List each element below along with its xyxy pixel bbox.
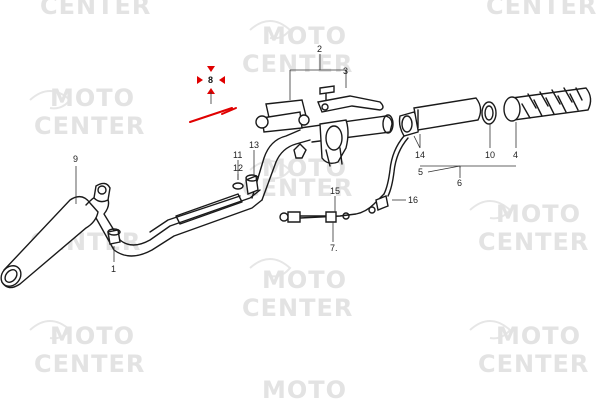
watermark-logo xyxy=(249,258,292,278)
callout-label-6[interactable]: 6 xyxy=(457,178,462,188)
throttle-cable xyxy=(299,135,409,219)
watermark-text: CENTER xyxy=(34,350,145,378)
center-clamp xyxy=(319,119,349,167)
watermark-logo xyxy=(29,90,72,110)
brake-lever xyxy=(317,85,384,113)
bar-clamp xyxy=(93,182,121,245)
callout-label-11[interactable]: 11 xyxy=(233,150,242,160)
watermark-logo xyxy=(469,200,512,220)
watermark-text: MOTO xyxy=(262,22,347,50)
callout-label-1[interactable]: 1 xyxy=(111,264,116,274)
right-grip xyxy=(413,87,592,131)
watermark-logo xyxy=(469,320,512,340)
callout-label-16[interactable]: 16 xyxy=(408,195,418,205)
watermark-logo xyxy=(249,20,292,40)
master-cylinder xyxy=(255,99,310,159)
watermark-top-left: CENTER xyxy=(40,0,151,20)
watermark-mid-right: MOTO CENTER xyxy=(469,200,589,256)
watermark-text: CENTER xyxy=(34,112,145,140)
handlebar-assembly xyxy=(0,85,592,289)
left-grip xyxy=(0,195,99,289)
watermark-logo xyxy=(249,160,292,180)
watermark-text: MOTO xyxy=(262,376,347,400)
watermark-bottom-right: MOTO CENTER xyxy=(469,320,589,378)
highlighted-part-8[interactable] xyxy=(189,66,237,123)
cable-adjuster xyxy=(279,211,350,223)
watermark-text: MOTO xyxy=(496,200,581,228)
callout-label-2[interactable]: 2 xyxy=(317,44,322,54)
watermark-text: CENTER xyxy=(242,50,353,78)
watermark-text: MOTO xyxy=(50,84,135,112)
watermark-bottom-left: MOTO CENTER xyxy=(29,320,145,378)
watermark-text: CENTER xyxy=(242,174,353,202)
watermark-text: MOTO xyxy=(496,322,581,350)
watermark-text: CENTER xyxy=(242,294,353,322)
washer-bolt-set xyxy=(232,174,259,195)
highlight-marker-icon xyxy=(197,66,225,94)
watermark-logo xyxy=(29,320,72,340)
callout-label-3[interactable]: 3 xyxy=(343,66,348,76)
callout-label-14[interactable]: 14 xyxy=(415,150,425,160)
handlebar-tube xyxy=(85,114,394,257)
callout-label-10[interactable]: 10 xyxy=(485,150,495,160)
watermark-text: CENTER xyxy=(40,0,151,20)
watermark-top-right: CENTER xyxy=(486,0,597,20)
watermark-mid-left: MOTO CENTER xyxy=(29,84,145,140)
watermark-text: MOTO xyxy=(50,322,135,350)
leader-lines xyxy=(75,54,517,262)
callout-label-9[interactable]: 9 xyxy=(73,154,78,164)
callout-label-7[interactable]: 7. xyxy=(330,243,338,253)
callout-label-5[interactable]: 5 xyxy=(418,167,423,177)
watermark-bottom-center: MOTO xyxy=(262,376,347,400)
callout-label-12[interactable]: 12 xyxy=(233,163,243,173)
callout-label-15[interactable]: 15 xyxy=(330,186,340,196)
watermark-text: MOTO xyxy=(262,266,347,294)
watermark-text: CENTER xyxy=(478,228,589,256)
watermark-layer: CENTER MOTO CENTER CENTER MOTO CENTER MO… xyxy=(29,0,597,400)
watermark-text: CENTER xyxy=(486,0,597,20)
callout-label-4[interactable]: 4 xyxy=(513,150,518,160)
watermark-text: CENTER xyxy=(478,350,589,378)
callout-labels: 2 3 8 9 11 12 13 14 10 4 5 6 15 16 7. 1 xyxy=(73,44,518,274)
watermark-top-center: MOTO CENTER xyxy=(242,20,353,78)
callout-label-13[interactable]: 13 xyxy=(249,140,259,150)
watermark-low-center: MOTO CENTER xyxy=(242,258,353,322)
callout-label-8[interactable]: 8 xyxy=(208,75,213,85)
